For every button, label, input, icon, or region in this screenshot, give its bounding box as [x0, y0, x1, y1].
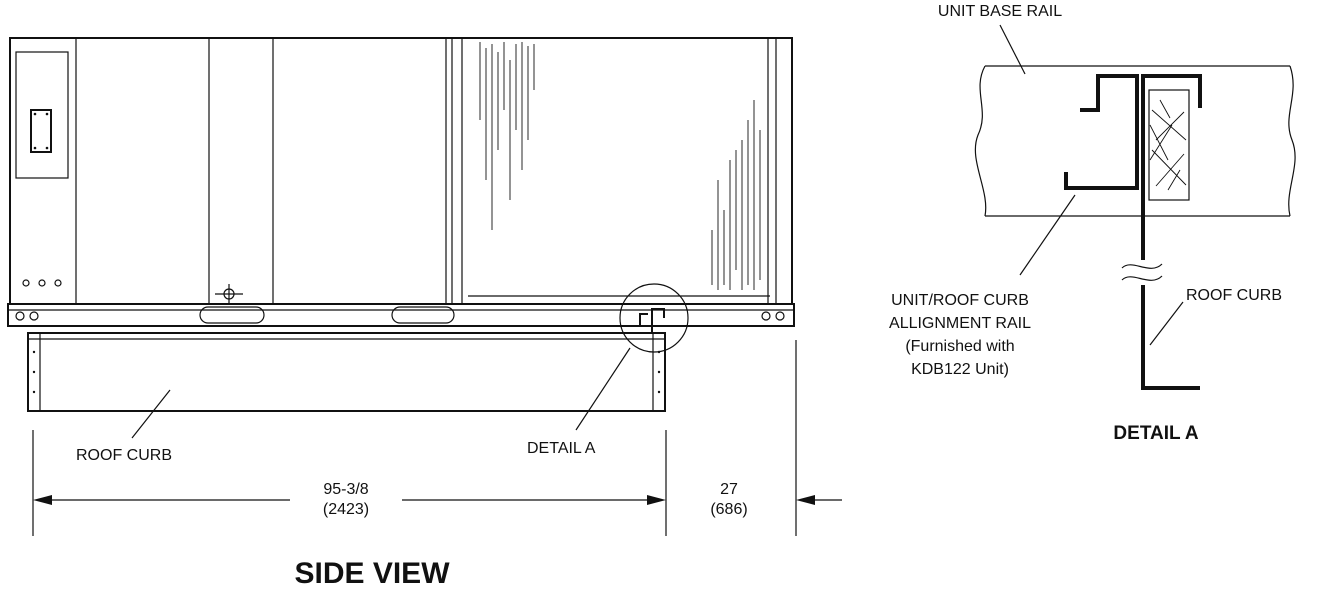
roof-curb-label: ROOF CURB — [76, 447, 172, 464]
detail-a-title: DETAIL A — [1113, 423, 1198, 444]
svg-text:KDB122 Unit): KDB122 Unit) — [911, 361, 1009, 378]
unit-base-rail — [7, 303, 795, 327]
alignment-rail — [1064, 74, 1139, 190]
control-panel — [15, 51, 69, 179]
access-hole — [54, 279, 62, 287]
detail-a-leader — [575, 347, 631, 431]
control-box — [30, 109, 52, 153]
dimensions — [32, 340, 842, 536]
lifting-slot — [199, 306, 265, 324]
crosshair-icon — [215, 284, 243, 304]
detail-roof-curb-label: ROOF CURB — [1186, 287, 1282, 304]
roof-curb-side-view — [27, 332, 666, 412]
detail-a-callout — [619, 283, 689, 353]
dim-main-metric: (2423) — [323, 501, 369, 518]
svg-text:UNIT/ROOF CURB: UNIT/ROOF CURB — [891, 292, 1029, 309]
side-view-title: SIDE VIEW — [294, 557, 450, 590]
roof-curb-lower — [1141, 285, 1200, 390]
access-hole — [22, 279, 30, 287]
coil-hatching — [479, 42, 761, 290]
access-hole — [38, 279, 46, 287]
svg-text:(Furnished with: (Furnished with — [905, 338, 1014, 355]
base-rail-leader — [999, 24, 1026, 75]
roof-curb-leader — [131, 389, 171, 439]
svg-text:ALLIGNMENT RAIL: ALLIGNMENT RAIL — [889, 315, 1031, 332]
dim-side-metric: (686) — [710, 501, 747, 518]
lifting-slot — [391, 306, 455, 324]
wood-nailer — [1148, 89, 1190, 201]
roof-curb-channel — [1141, 74, 1202, 260]
roof-curb-detail-leader — [1149, 301, 1184, 346]
unit-side-view — [7, 37, 795, 327]
dim-main-value: 95-3/8 — [323, 481, 368, 498]
base-rail-label: UNIT BASE RAIL — [938, 3, 1062, 20]
unit-cabinet — [9, 37, 793, 305]
dim-side-value: 27 — [720, 481, 738, 498]
alignment-rail-label: UNIT/ROOF CURB ALLIGNMENT RAIL (Furnishe… — [889, 292, 1031, 378]
alignment-rail-leader — [1019, 194, 1076, 276]
detail-a-drawing — [974, 65, 1296, 390]
detail-a-label: DETAIL A — [527, 440, 596, 457]
